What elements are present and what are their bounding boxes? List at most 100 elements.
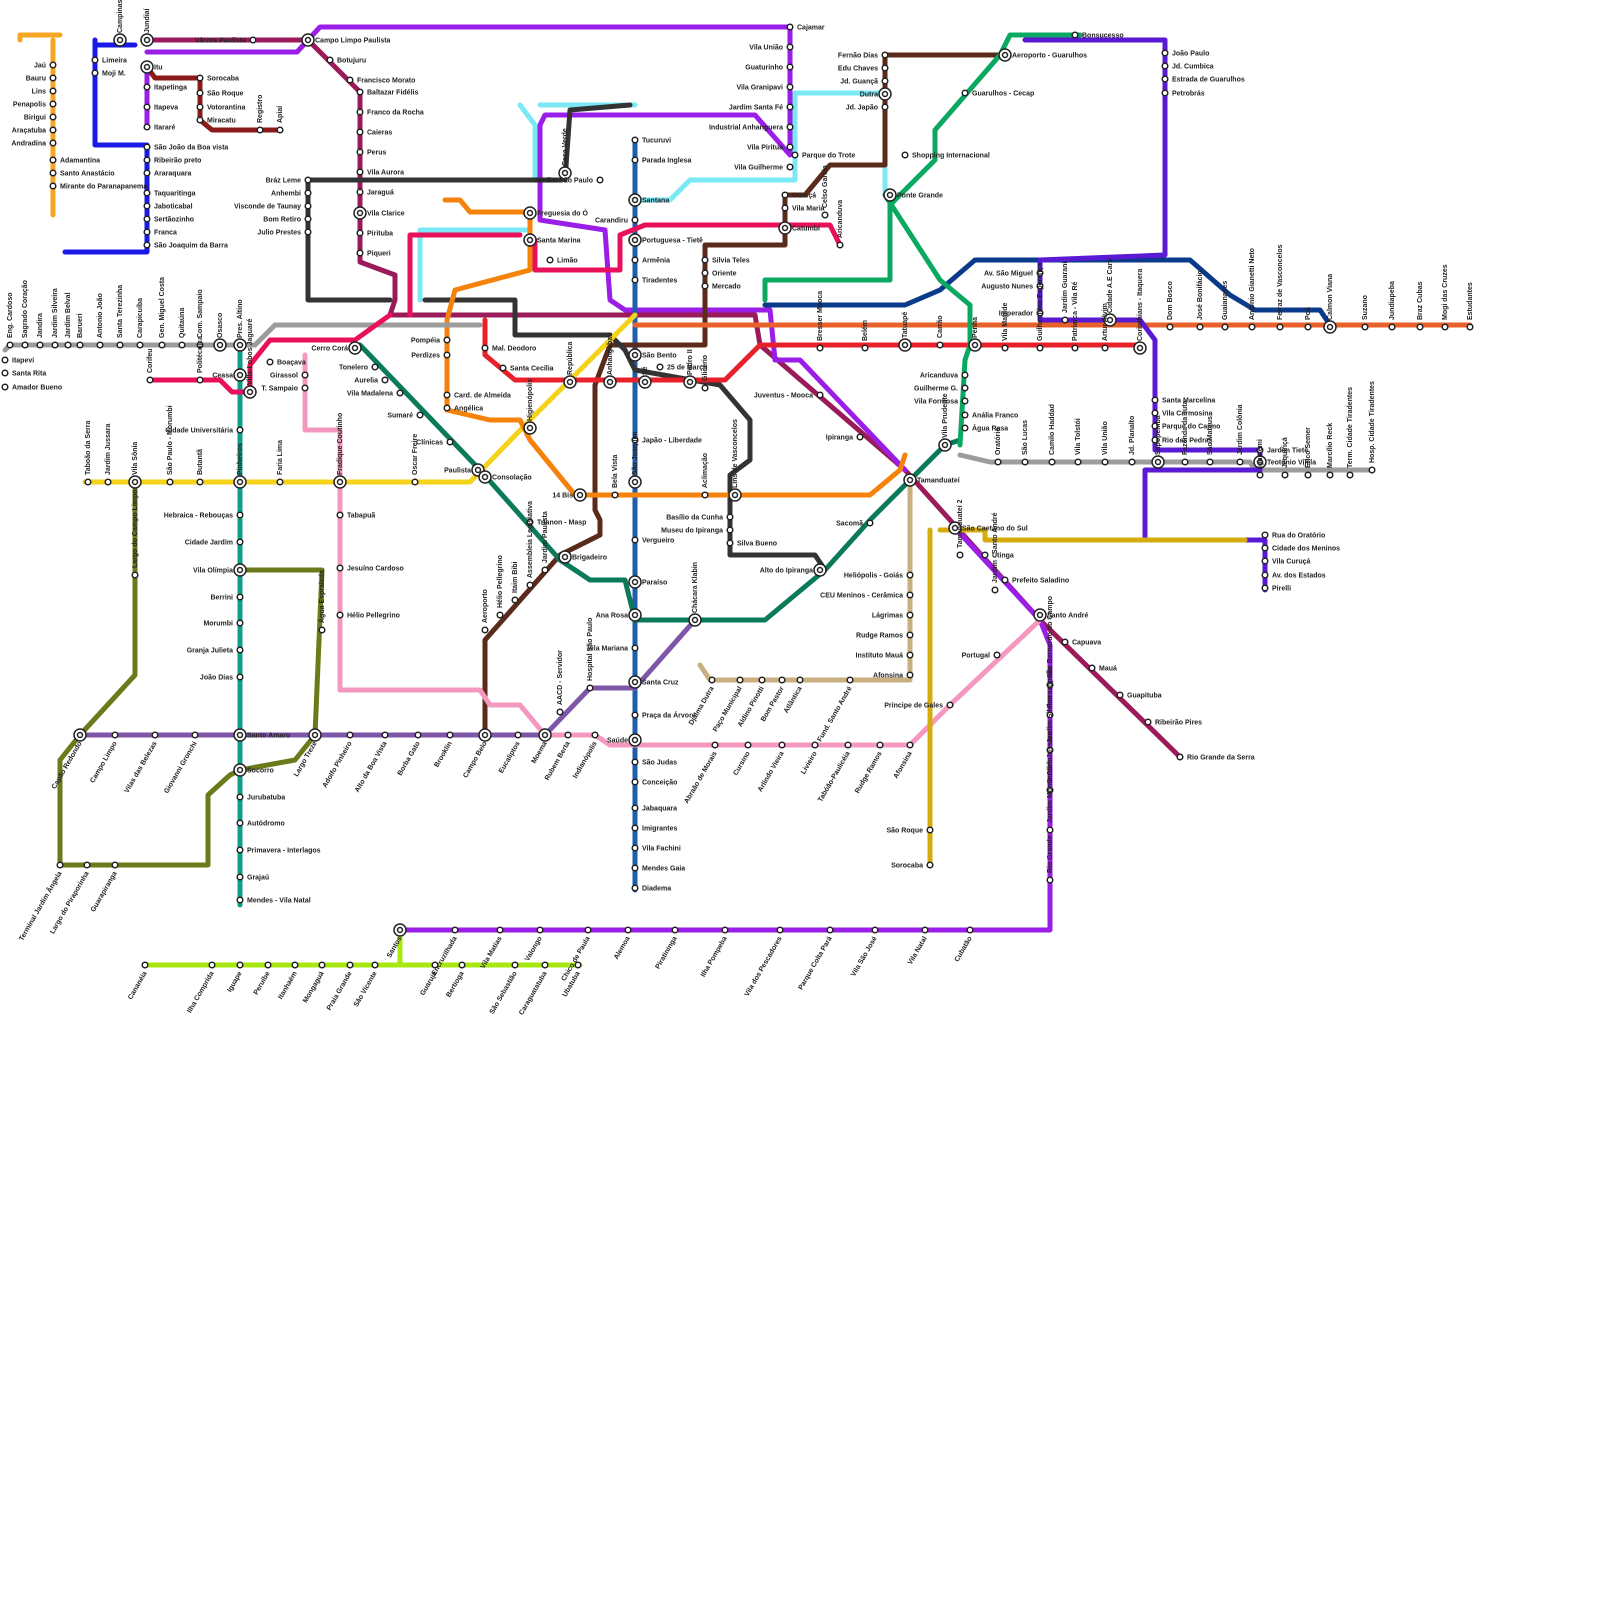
station-faria-lima[interactable] <box>276 478 284 486</box>
station-vila-curu-[interactable] <box>1261 557 1269 565</box>
station-julio-prestes[interactable] <box>304 228 312 236</box>
station-borba-gato[interactable] <box>414 731 422 739</box>
station-antonio-jo-o[interactable] <box>96 341 104 349</box>
station-aldino-pinotti[interactable] <box>758 676 766 684</box>
station-vila-fachini[interactable] <box>631 844 639 852</box>
station-jd-cumbica[interactable] <box>1161 62 1169 70</box>
station-tab-o-paulic-ia[interactable] <box>844 741 852 749</box>
station-ang-lica[interactable] <box>443 404 451 412</box>
station-ribeir-o-pires[interactable] <box>1144 718 1152 726</box>
station-ilha-comprida[interactable] <box>208 961 216 969</box>
station-perus[interactable] <box>356 148 364 156</box>
station-av-dos-estados[interactable] <box>1261 571 1269 579</box>
station-parque-do-trote[interactable] <box>791 151 799 159</box>
station-rio-grande-da-serra[interactable] <box>1176 753 1184 761</box>
station-aut-dromo[interactable] <box>236 819 244 827</box>
station-girassol[interactable] <box>301 371 309 379</box>
station-jardim-col-nia[interactable] <box>1236 458 1244 466</box>
station-vila-madalena[interactable] <box>396 389 404 397</box>
station-s-o-roque[interactable] <box>926 826 934 834</box>
station-perdizes[interactable] <box>443 351 451 359</box>
station-pomp-ia[interactable] <box>443 336 451 344</box>
station-graja-[interactable] <box>236 873 244 881</box>
station-museu-do-ipiranga[interactable] <box>726 526 734 534</box>
station-oriente[interactable] <box>701 269 709 277</box>
station-ribeir-o-preto[interactable] <box>143 156 151 164</box>
station-parque-do-carmo[interactable] <box>1151 422 1159 430</box>
station-suzano[interactable] <box>1361 323 1369 331</box>
station-vila-matilde[interactable] <box>1001 344 1009 352</box>
station-registro[interactable] <box>256 126 264 134</box>
station-atl-ntica[interactable] <box>796 676 804 684</box>
station-pirelli[interactable] <box>1261 584 1269 592</box>
station-jardim-s-o-paulo[interactable] <box>596 176 604 184</box>
station-mal-deodoro[interactable] <box>481 344 489 352</box>
station-jardim-jussara[interactable] <box>104 478 112 486</box>
station-largo-do-campo-limpo[interactable] <box>131 571 139 579</box>
station-po-[interactable] <box>1304 323 1312 331</box>
station-andradina[interactable] <box>49 139 57 147</box>
station-bela-vista[interactable] <box>611 491 619 499</box>
station-aricanduva[interactable] <box>961 371 969 379</box>
station-rio-das-pedras[interactable] <box>1151 436 1159 444</box>
station-jequiri-[interactable] <box>1281 471 1289 479</box>
station-imperador[interactable] <box>1036 309 1044 317</box>
station-adamantina[interactable] <box>49 156 57 164</box>
station-guarulhos-cecap[interactable] <box>961 89 969 97</box>
station-limeira[interactable] <box>91 56 99 64</box>
station-cubat-o[interactable] <box>966 926 974 934</box>
station-itapetinga[interactable] <box>143 83 151 91</box>
station-alto-da-boa-vista[interactable] <box>381 731 389 739</box>
station-vila-uni-o[interactable] <box>1101 458 1109 466</box>
station-instituto-mau-[interactable] <box>906 651 914 659</box>
station-carr-o[interactable] <box>936 341 944 349</box>
station-tonelero[interactable] <box>371 363 379 371</box>
station-jap-o-liberdade[interactable] <box>631 436 639 444</box>
station-jardim-belval[interactable] <box>64 341 72 349</box>
station-votorantina[interactable] <box>196 103 204 111</box>
station--rico-semer[interactable] <box>1304 471 1312 479</box>
station-lim-o[interactable] <box>546 256 554 264</box>
station-jardim-silvina[interactable] <box>1046 746 1054 754</box>
station-aclima-o[interactable] <box>701 491 709 499</box>
station-afonsina[interactable] <box>906 671 914 679</box>
station-polit-cnica[interactable] <box>196 376 204 384</box>
station-antonio-gianetti-neto[interactable] <box>1248 323 1256 331</box>
station-vila-formosa[interactable] <box>961 397 969 405</box>
station-rio-grande[interactable] <box>1046 876 1054 884</box>
station-baltazar-fid-lis[interactable] <box>356 88 364 96</box>
station-guaturinho[interactable] <box>786 63 794 71</box>
station-barueri[interactable] <box>76 341 84 349</box>
station-artur-alvim[interactable] <box>1101 344 1109 352</box>
station-sagrado-cora-o[interactable] <box>21 341 29 349</box>
station-abra-o-de-morais[interactable] <box>711 741 719 749</box>
station-rudge-ramos[interactable] <box>876 741 884 749</box>
station-largo-do-piraporinha[interactable] <box>83 861 91 869</box>
station-mongagu-[interactable] <box>318 961 326 969</box>
station-valongo[interactable] <box>536 926 544 934</box>
station-indian-polis[interactable] <box>591 731 599 739</box>
station-berrini[interactable] <box>236 593 244 601</box>
station-sorocaba[interactable] <box>196 74 204 82</box>
station-hospital-s-o-paulo[interactable] <box>586 684 594 692</box>
station-vila-granipavi[interactable] <box>786 83 794 91</box>
station-adolfo-pinheiro[interactable] <box>346 731 354 739</box>
station-parada-inglesa[interactable] <box>631 156 639 164</box>
station-augusto-nunes[interactable] <box>1036 282 1044 290</box>
station-santa-cec-lia[interactable] <box>499 364 507 372</box>
station-petrobr-s[interactable] <box>1161 89 1169 97</box>
station-sacom-[interactable] <box>866 519 874 527</box>
station-vila-mariana[interactable] <box>631 644 639 652</box>
station-jardim-silveira[interactable] <box>51 341 59 349</box>
station--gua-espraiada[interactable] <box>318 626 326 634</box>
station-aurelia[interactable] <box>381 376 389 384</box>
station-jurubatuba[interactable] <box>236 793 244 801</box>
station-caraguatatuba[interactable] <box>541 961 549 969</box>
station-boa-ava[interactable] <box>266 358 274 366</box>
station-curu-[interactable] <box>781 191 789 199</box>
station-utinga[interactable] <box>981 551 989 559</box>
station-apia-[interactable] <box>276 126 284 134</box>
station-praia-grande[interactable] <box>346 961 354 969</box>
station-guilhermina-esperan-a[interactable] <box>1036 344 1044 352</box>
station-campo-limpo[interactable] <box>111 731 119 739</box>
